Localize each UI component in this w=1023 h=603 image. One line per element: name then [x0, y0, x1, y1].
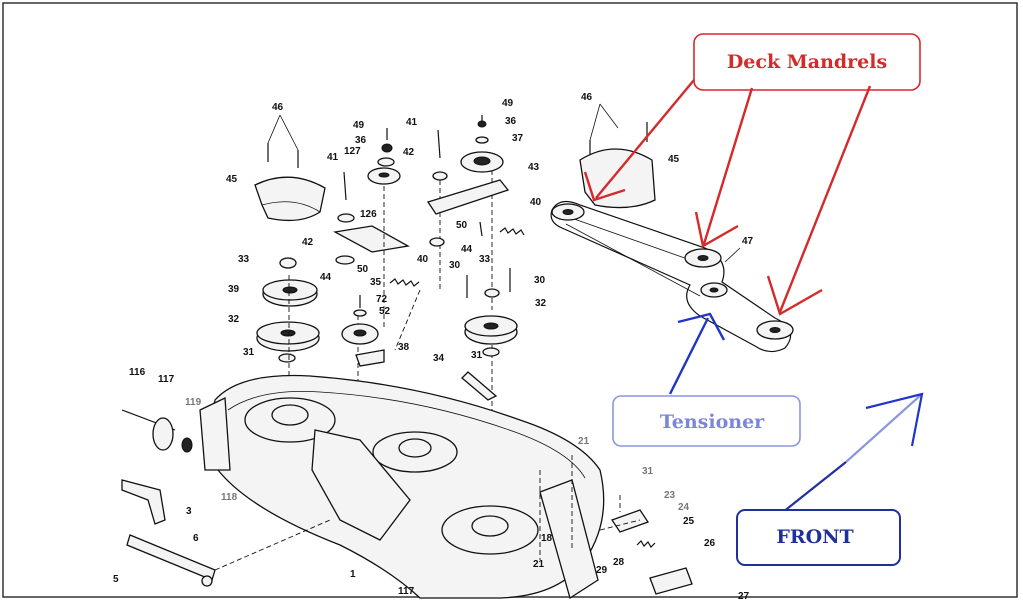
right-middle-stack-art — [426, 115, 525, 401]
part-number: 49 — [353, 120, 365, 131]
part-number: 27 — [738, 591, 750, 602]
tensioner-arrow — [668, 317, 710, 395]
front-arrow-upper — [845, 393, 923, 463]
right-lower-details-art — [539, 455, 693, 595]
part-number: 21 — [533, 559, 545, 570]
part-number: 40 — [530, 197, 542, 208]
part-number: 116 — [129, 367, 146, 378]
part-number: 30 — [534, 275, 546, 286]
part-number: 21 — [578, 436, 590, 447]
part-number: 36 — [355, 135, 367, 146]
tensioner-label: Tensioner — [660, 411, 765, 433]
red-arrow-middle — [702, 87, 754, 245]
part-number: 38 — [398, 342, 410, 353]
idler-stack-art — [341, 128, 448, 367]
part-number: 50 — [357, 264, 369, 275]
front-callout: FRONT — [736, 392, 924, 566]
deck-mandrels-label: Deck Mandrels — [727, 51, 887, 73]
red-arrow-right — [778, 85, 872, 313]
part-number: 118 — [221, 492, 238, 503]
part-number: 117 — [158, 374, 175, 385]
part-number: 47 — [742, 236, 754, 247]
part-number: 6 — [193, 533, 199, 544]
part-number: 45 — [668, 154, 680, 165]
part-number: 44 — [461, 244, 473, 255]
part-number: 127 — [344, 146, 361, 157]
front-box — [736, 509, 901, 566]
part-number: 25 — [683, 516, 695, 527]
front-label: FRONT — [776, 526, 853, 548]
part-number: 36 — [505, 116, 517, 127]
part-number: 42 — [403, 147, 415, 158]
tensioner-box — [612, 395, 801, 447]
part-number: 119 — [185, 397, 202, 408]
part-number: 45 — [226, 174, 238, 185]
part-number: 41 — [406, 117, 418, 128]
part-number: 31 — [642, 466, 654, 477]
belt-schematic-art — [550, 103, 794, 353]
red-arrowhead-right — [766, 275, 823, 316]
part-number: 37 — [512, 133, 524, 144]
part-number: 18 — [541, 533, 553, 544]
left-assembly-art — [254, 114, 493, 440]
linkage-art — [121, 409, 331, 587]
part-number: 117 — [398, 586, 415, 597]
deck-mandrels-box — [693, 33, 921, 91]
part-number: 46 — [272, 102, 284, 113]
red-arrowhead-middle — [694, 211, 739, 248]
part-number: 50 — [456, 220, 468, 231]
part-number: 29 — [596, 565, 608, 576]
part-number: 31 — [243, 347, 255, 358]
part-number: 46 — [581, 92, 593, 103]
part-number: 34 — [433, 353, 445, 364]
part-number: 40 — [417, 254, 429, 265]
part-number: 32 — [228, 314, 240, 325]
part-number: 5 — [113, 574, 119, 585]
deck-housing-art — [199, 374, 605, 600]
part-number: 33 — [238, 254, 250, 265]
part-number: 49 — [502, 98, 514, 109]
part-number: 33 — [479, 254, 491, 265]
deck-mandrels-callout: Deck Mandrels — [583, 33, 921, 316]
part-number: 3 — [186, 506, 192, 517]
part-number: 1 — [350, 569, 356, 580]
front-arrow-lower — [777, 461, 847, 517]
part-number: 23 — [664, 490, 676, 501]
red-arrowhead-left — [583, 171, 626, 202]
part-number: 126 — [360, 209, 377, 220]
part-number: 41 — [327, 152, 339, 163]
part-number: 35 — [370, 277, 382, 288]
part-number: 26 — [704, 538, 716, 549]
part-number: 31 — [471, 350, 483, 361]
part-number: 24 — [678, 502, 690, 513]
tensioner-arrowhead — [677, 312, 726, 341]
part-number: 28 — [613, 557, 625, 568]
front-arrowhead — [865, 392, 924, 447]
red-arrow-left — [595, 79, 695, 199]
part-number: 30 — [449, 260, 461, 271]
part-number-labels: 46 45 41 42 126 44 50 33 39 32 31 49 36 … — [113, 92, 754, 602]
part-number: 42 — [302, 237, 314, 248]
part-number: 32 — [535, 298, 547, 309]
part-number: 43 — [528, 162, 540, 173]
part-number: 44 — [320, 272, 332, 283]
part-number: 52 — [379, 306, 391, 317]
part-number: 39 — [228, 284, 240, 295]
tensioner-callout: Tensioner — [612, 312, 801, 447]
part-number: 72 — [376, 294, 388, 305]
